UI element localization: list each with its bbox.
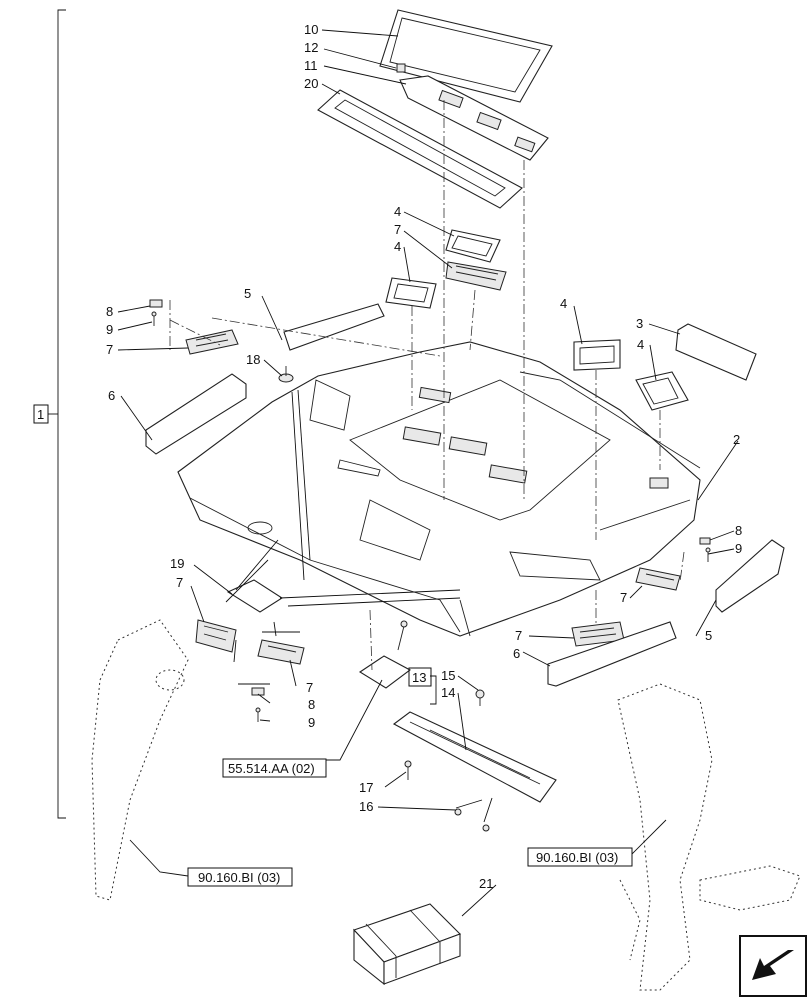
label-4-mid: 4 [394, 239, 401, 254]
label-6-lower: 6 [513, 646, 520, 661]
clip-8-lower [251, 687, 265, 696]
ref-90160-left-text[interactable]: 90.160.BI (03) [198, 870, 280, 885]
leader-lines [117, 29, 739, 917]
crate-21 [353, 903, 461, 986]
label-13: 13 [412, 670, 426, 685]
label-8-lower: 8 [308, 697, 315, 712]
callout-box-13 [408, 667, 432, 687]
vent-grille-7-lower-b [257, 639, 305, 665]
clip-8-top-left [149, 299, 163, 308]
liner-20 [317, 89, 523, 209]
screw-17 [404, 760, 412, 780]
label-4-right-b: 4 [637, 337, 644, 352]
bracket-19 [226, 579, 284, 613]
callout-labels: 10 12 11 20 4 7 4 8 9 7 5 18 6 4 3 4 2 8… [37, 22, 742, 891]
label-15: 15 [441, 668, 455, 683]
label-11: 11 [304, 58, 318, 73]
seal-frame-10 [379, 9, 553, 103]
label-10: 10 [304, 22, 318, 37]
label-8-top-left: 8 [106, 304, 113, 319]
vent-seal-4-mid [385, 277, 437, 309]
knob-18 [278, 366, 294, 383]
label-7-right: 7 [620, 590, 627, 605]
label-7-lower-c: 7 [515, 628, 522, 643]
label-7-lower-a: 7 [176, 575, 183, 590]
ref-90160-right-text[interactable]: 90.160.BI (03) [536, 850, 618, 865]
label-5-left: 5 [244, 286, 251, 301]
label-14: 14 [441, 685, 455, 700]
vent-grille-7-lower-a [195, 619, 237, 653]
label-5-right: 5 [705, 628, 712, 643]
label-6-left: 6 [108, 388, 115, 403]
label-16: 16 [359, 799, 373, 814]
vent-grille-7-top [445, 261, 507, 291]
screw-9-right [705, 547, 711, 562]
assembly-lines [169, 100, 685, 823]
trim-block-6-left [145, 373, 247, 455]
headliner-2 [177, 341, 701, 637]
trim-block-5-right [715, 539, 785, 613]
nut-16a [454, 808, 462, 816]
pillar-right [617, 683, 801, 991]
label-3: 3 [636, 316, 643, 331]
screw-9-top-left [151, 311, 157, 326]
label-2: 2 [733, 432, 740, 447]
label-8-right: 8 [735, 523, 742, 538]
bracket-1 [57, 9, 66, 819]
pillar-left [91, 619, 189, 901]
label-4-right-a: 4 [560, 296, 567, 311]
ref-box-90160-left[interactable]: 90.160.BI (03) [187, 867, 293, 887]
label-19: 19 [170, 556, 184, 571]
clip-8-right [699, 537, 711, 545]
label-7-top: 7 [394, 222, 401, 237]
label-18: 18 [246, 352, 260, 367]
label-12: 12 [304, 40, 318, 55]
label-21: 21 [479, 876, 493, 891]
vent-seal-4-right-a [573, 339, 621, 371]
ref-55514-text[interactable]: 55.514.AA (02) [228, 761, 315, 776]
label-17: 17 [359, 780, 373, 795]
ref-box-55514[interactable]: 55.514.AA (02) [222, 758, 327, 778]
label-9-right: 9 [735, 541, 742, 556]
trim-block-6-lower [547, 621, 677, 687]
vent-seal-4-right-b [635, 371, 689, 411]
label-1: 1 [37, 407, 44, 422]
label-7-lower-b: 7 [306, 680, 313, 695]
control-module [358, 620, 412, 689]
screw-15 [475, 689, 485, 706]
label-9-lower: 9 [308, 715, 315, 730]
vent-grille-7-left [185, 329, 239, 355]
arrow-down-left-icon[interactable] [739, 935, 807, 997]
trim-block-5-left [283, 303, 385, 351]
trim-block-3 [675, 323, 757, 381]
label-4-top: 4 [394, 204, 401, 219]
tray-14 [392, 711, 557, 803]
label-7-left: 7 [106, 342, 113, 357]
vent-grille-7-right [635, 567, 681, 591]
label-9-top-left: 9 [106, 322, 113, 337]
vent-seal-4-top [445, 229, 501, 263]
nut-16b [482, 824, 490, 832]
ref-box-90160-right[interactable]: 90.160.BI (03) [527, 847, 633, 867]
clip-12 [396, 63, 406, 73]
filter-plate-11 [399, 75, 549, 161]
label-20: 20 [304, 76, 318, 91]
screw-9-lower [255, 707, 261, 722]
